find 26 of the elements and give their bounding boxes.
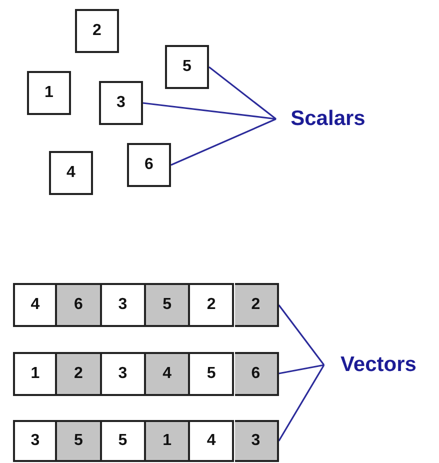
leader-line	[278, 364, 324, 374]
vector-element-box: 4	[13, 283, 58, 327]
leader-line	[142, 102, 276, 120]
scalar-box: 6	[127, 143, 171, 187]
vector-element-box: 6	[57, 283, 102, 327]
vector-element-box: 4	[146, 352, 190, 396]
scalar-box: 3	[99, 81, 143, 125]
scalar-box: 5	[165, 45, 209, 89]
scalar-box: 4	[49, 151, 93, 195]
vector-element-box: 2	[234, 283, 279, 327]
leader-line	[208, 66, 276, 120]
vector-element-box: 3	[234, 420, 279, 462]
vector-element-box: 3	[13, 420, 58, 462]
vector-element-box: 1	[146, 420, 190, 462]
vector-element-box: 6	[234, 352, 279, 396]
leader-line	[170, 118, 276, 166]
vector-element-box: 5	[146, 283, 190, 327]
vector-element-box: 5	[57, 420, 102, 462]
scalar-box: 2	[75, 9, 119, 53]
vector-element-box: 1	[13, 352, 58, 396]
group-label: Vectors	[326, 350, 431, 380]
group-label: Scalars	[278, 104, 378, 134]
leader-line	[278, 304, 325, 366]
leader-line	[278, 364, 325, 442]
scalar-box: 1	[27, 71, 71, 115]
vector-element-box: 2	[57, 352, 102, 396]
